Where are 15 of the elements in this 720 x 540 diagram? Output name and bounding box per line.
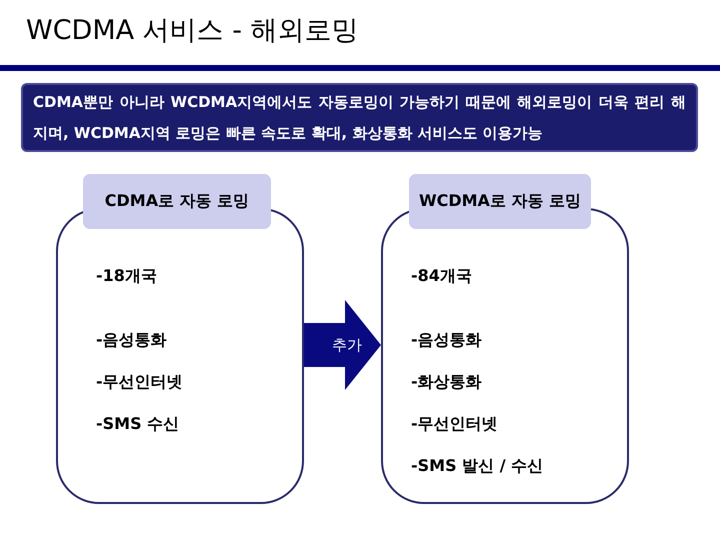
tab-heading: CDMA로 자동 로밍 — [83, 174, 271, 229]
list-item: -무선인터넷 — [411, 414, 498, 434]
list-item: -화상통화 — [411, 372, 482, 392]
list-item: -음성통화 — [411, 330, 482, 350]
block-arrow — [304, 300, 381, 390]
list-item: -18개국 — [96, 266, 157, 286]
page-title: WCDMA 서비스 - 해외로밍 — [26, 14, 359, 48]
edge-label: 추가 — [332, 335, 362, 355]
list-item: -무선인터넷 — [96, 372, 183, 392]
list-item: -84개국 — [411, 266, 472, 286]
list-item: -SMS 수신 — [96, 414, 180, 434]
list-item: -음성통화 — [96, 330, 167, 350]
list-item: -SMS 발신 / 수신 — [411, 456, 544, 476]
tab-heading: WCDMA로 자동 로밍 — [409, 174, 591, 229]
text-banner: CDMA뿐만 아니라 WCDMA지역에서도 자동로밍이 가능하기 때문에 해외로밍이 더욱 편리 해지며, WCDMA지역 로밍은 빠른 속도로 확대, 화상통화 서비스도 이용가능 — [21, 83, 698, 152]
